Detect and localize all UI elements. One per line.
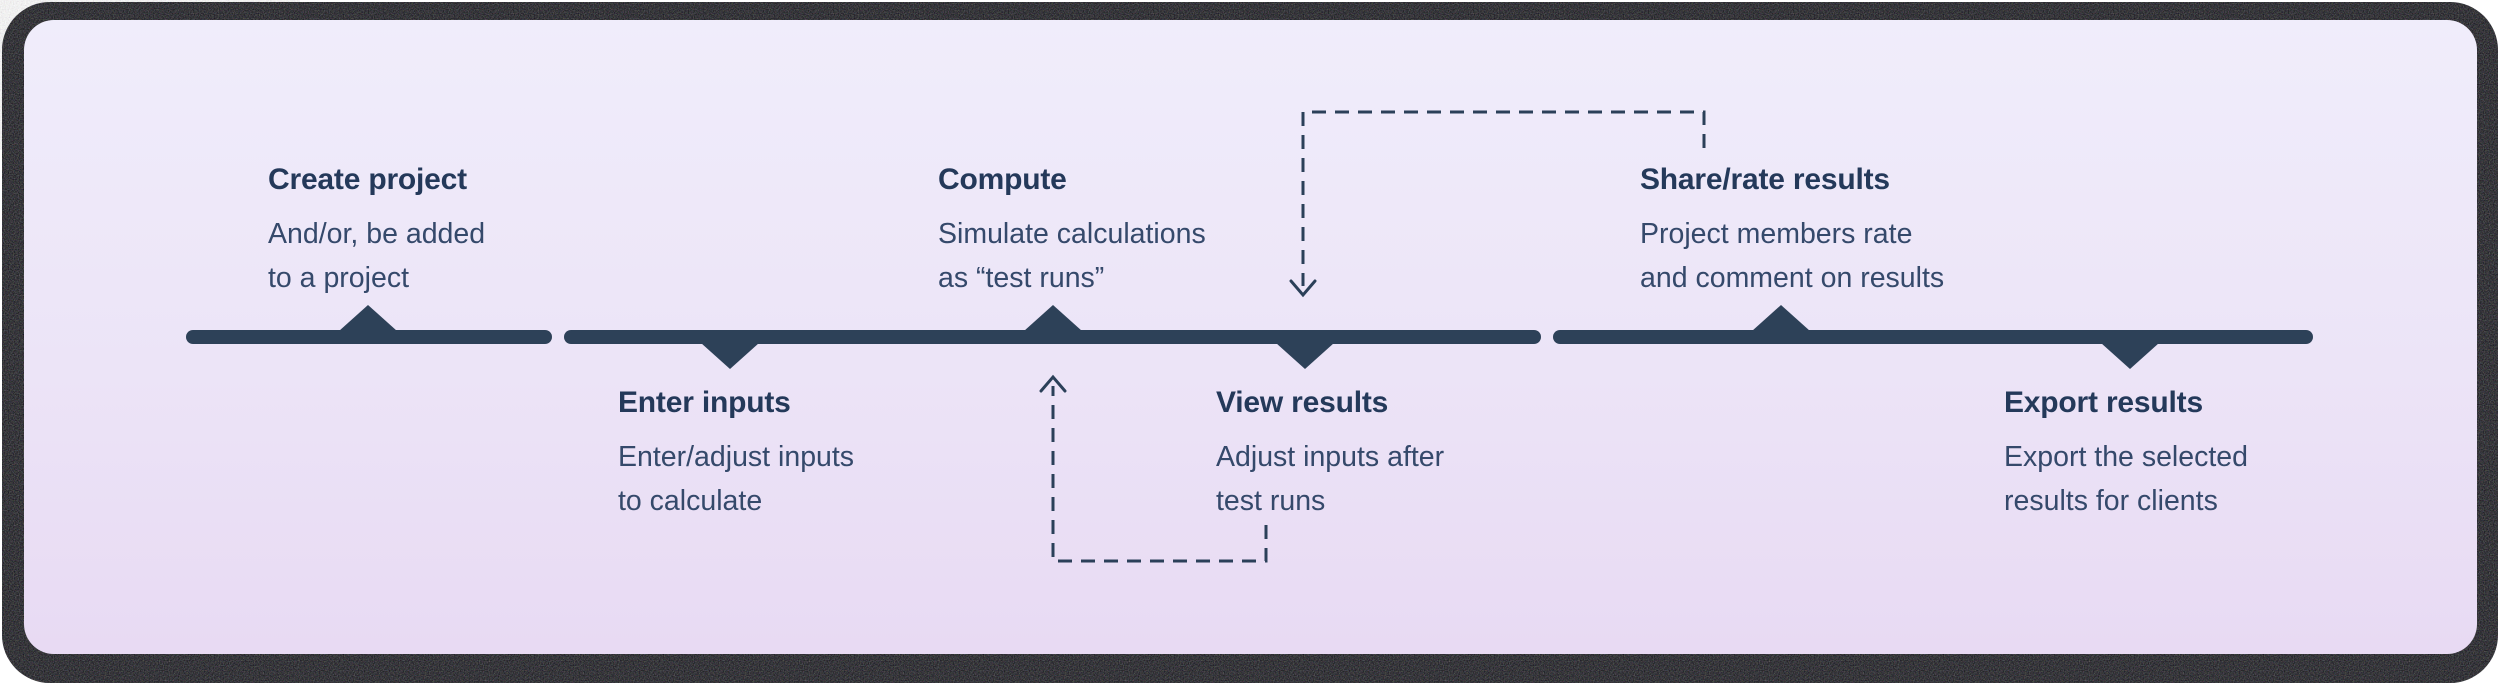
step-desc-line2: and comment on results <box>1640 262 1945 294</box>
step-desc-line1: Enter/adjust inputs <box>618 441 855 473</box>
step-title: Share/rate results <box>1640 163 1890 196</box>
loop-share-to-view-results-path <box>1301 110 1706 286</box>
step-enter-inputs: Enter inputs Enter/adjust inputs to calc… <box>618 383 854 523</box>
step-desc-line2: results for clients <box>2004 485 2218 517</box>
step-desc-line2: to a project <box>268 262 409 294</box>
step-title: Create project <box>268 163 467 196</box>
step-desc-line1: Export the selected <box>2004 441 2248 473</box>
step-create-project: Create project And/or, be added to a pro… <box>268 160 485 300</box>
step-desc-line1: Simulate calculations <box>938 218 1206 250</box>
timeline-segment-3 <box>1553 330 2313 344</box>
step-title: Enter inputs <box>618 386 791 419</box>
timeline-segment-2 <box>564 330 1541 344</box>
step-desc-line1: Project members rate <box>1640 218 1913 250</box>
step-desc-line2: to calculate <box>618 485 763 517</box>
arrowhead-up-icon <box>1039 374 1067 393</box>
step-desc-line1: And/or, be added <box>268 218 486 250</box>
loop-view-results-to-compute-path <box>1051 386 1268 563</box>
step-export-results: Export results Export the selected resul… <box>2004 383 2248 523</box>
step-desc-line2: as “test runs” <box>938 262 1105 294</box>
timeline-segment-1 <box>186 330 552 344</box>
step-desc-line1: Adjust inputs after <box>1216 441 1445 473</box>
step-title: Export results <box>2004 386 2203 419</box>
step-desc-line2: test runs <box>1216 485 1326 517</box>
step-view-results: View results Adjust inputs after test ru… <box>1216 383 1444 523</box>
step-title: View results <box>1216 386 1389 419</box>
arrowhead-down-icon <box>1289 279 1317 298</box>
step-share-rate-results: Share/rate results Project members rate … <box>1640 160 1944 300</box>
step-compute: Compute Simulate calculations as “test r… <box>938 160 1206 300</box>
step-title: Compute <box>938 163 1067 196</box>
